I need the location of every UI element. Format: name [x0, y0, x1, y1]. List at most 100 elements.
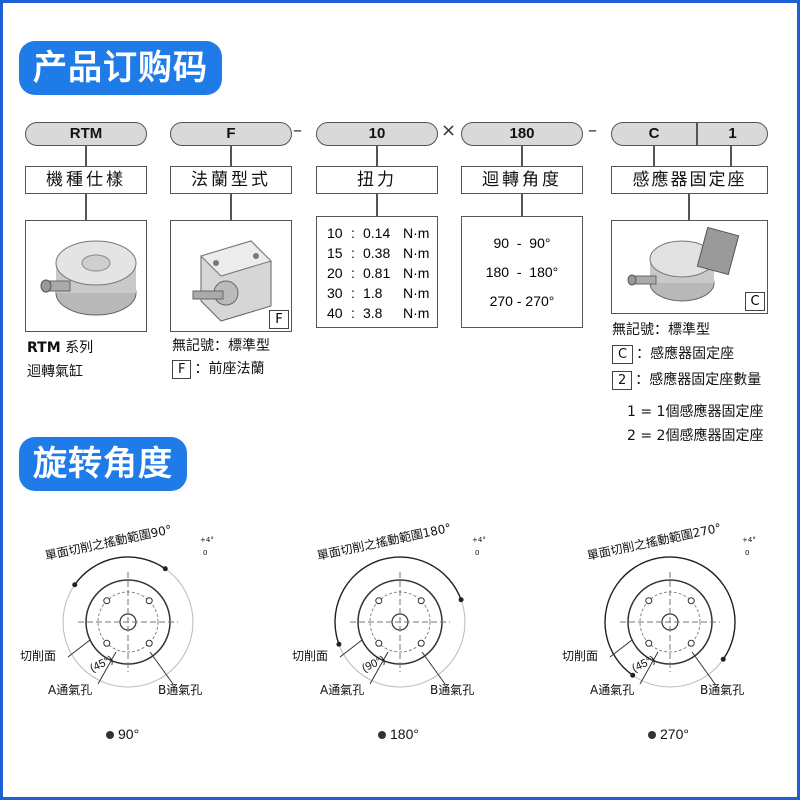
port-b-leader: [421, 651, 446, 685]
bolt-hole: [687, 597, 695, 605]
port-b-label: B通氣孔: [158, 683, 202, 697]
port-a-label: A通氣孔: [590, 683, 634, 697]
angle-row: 270 - 270°: [489, 293, 555, 309]
separator-dash-1: –: [293, 120, 302, 141]
connector-line: [230, 146, 232, 166]
angle-table: 90 - 90°180 - 180°270 - 270°: [462, 217, 582, 316]
tolerance-label: +4°: [472, 536, 486, 544]
label-model: 機種仕樣: [25, 166, 147, 194]
angle-mark-label: (45°): [88, 654, 115, 675]
torque-code: 30: [327, 285, 343, 301]
flange-cylinder-image: [192, 240, 272, 322]
rotary-cylinder-image: [40, 240, 137, 316]
flange-desc-line1: 無記號：標準型: [172, 338, 270, 354]
rotation-caption: 270°: [648, 726, 689, 742]
label-sensor: 感應器固定座: [611, 166, 768, 194]
connector-line: [730, 146, 732, 166]
torque-colon: :: [351, 225, 355, 241]
angle-mark-label: (45°): [630, 654, 657, 675]
bolt-hole: [417, 639, 425, 647]
connector-line: [376, 194, 378, 216]
connector-line: [521, 146, 523, 166]
rotation-caption-text: 180°: [390, 726, 419, 742]
sensor-desc-line5: 2 = 2個感應器固定座: [627, 428, 764, 444]
arc-end-marker: [630, 672, 636, 678]
torque-code: 20: [327, 265, 343, 281]
bolt-hole: [103, 639, 111, 647]
bullet-icon: [378, 731, 386, 740]
bolt-hole: [145, 639, 153, 647]
connector-line: [85, 146, 87, 166]
port-b-label: B通氣孔: [430, 683, 474, 697]
label-rotation: 迴轉角度: [461, 166, 583, 194]
rotation-arc: [604, 556, 736, 676]
arc-end-marker: [336, 641, 342, 647]
connector-line: [521, 194, 523, 216]
port-a-leader: [639, 651, 659, 685]
cut-face-label: 切削面: [20, 649, 56, 663]
torque-code: 15: [327, 245, 343, 261]
bolt-hole: [645, 597, 653, 605]
code-pill-angle: 180: [461, 122, 583, 146]
torque-unit: N·m: [403, 265, 430, 281]
bolt-hole: [417, 597, 425, 605]
tolerance-label: +4°: [742, 536, 756, 544]
sensor-image-box: C: [611, 220, 768, 314]
angle-row: 180 - 180°: [485, 264, 559, 280]
model-desc-line1: RTM 系列: [27, 337, 93, 357]
torque-value: 3.8: [363, 305, 383, 321]
flange-desc-text: ：前座法蘭: [194, 361, 265, 377]
separator-dash-2: –: [588, 120, 597, 141]
tolerance-label: +4°: [200, 536, 214, 544]
tolerance-zero-label: 0: [475, 549, 479, 557]
code-pill-sensor-qty: 1: [728, 125, 737, 142]
label-torque: 扭力: [316, 166, 438, 194]
cut-face-label: 切削面: [292, 649, 328, 663]
arc-end-marker: [458, 597, 464, 603]
connector-line: [85, 194, 87, 220]
torque-code: 10: [327, 225, 343, 241]
connector-line: [230, 194, 232, 220]
flange-desc-line2: F：前座法蘭: [172, 358, 264, 379]
sensor-desc-line1: 無記號：標準型: [612, 322, 710, 338]
rotation-arc: [334, 556, 462, 645]
sensor-cylinder-image: [627, 226, 740, 302]
torque-value: 0.38: [363, 245, 391, 261]
sensor-desc-line2: C：感應器固定座: [612, 343, 734, 364]
connector-line: [688, 194, 690, 220]
code-pill-flange: F: [170, 122, 292, 146]
rotation-arc: [74, 556, 166, 586]
torque-code: 40: [327, 305, 343, 321]
port-b-leader: [691, 651, 716, 685]
sensor-desc-text: ：感應器固定座: [636, 346, 735, 362]
bullet-icon: [648, 731, 656, 740]
torque-colon: :: [351, 305, 355, 321]
model-desc-series-code: RTM: [27, 340, 61, 356]
model-desc-series-text: 系列: [60, 340, 94, 356]
torque-unit: N·m: [403, 285, 430, 301]
port-a-label: A通氣孔: [320, 683, 364, 697]
rotation-caption: 180°: [378, 726, 419, 742]
torque-colon: :: [351, 285, 355, 301]
pill-divider: [696, 123, 698, 145]
torque-value: 0.14: [363, 225, 391, 241]
angle-table-box: 90 - 90°180 - 180°270 - 270°: [461, 216, 583, 328]
bolt-hole: [687, 639, 695, 647]
flange-image-box: F: [170, 220, 292, 332]
angle-mark-label: (90°): [360, 654, 387, 675]
separator-times: ×: [441, 120, 457, 141]
connector-line: [653, 146, 655, 166]
rotation-caption-text: 270°: [660, 726, 689, 742]
flange-code-box: F: [172, 360, 192, 379]
bolt-hole: [103, 597, 111, 605]
